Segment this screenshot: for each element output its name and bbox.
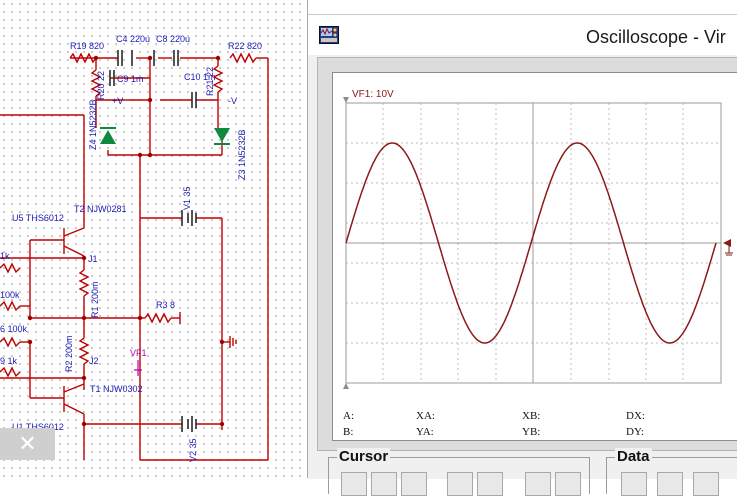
label-c4: C4 220u: [116, 34, 150, 44]
label-c9: C9 1m: [117, 74, 144, 84]
oscilloscope-title: Oscilloscope - Vir: [586, 27, 726, 47]
channel-label: VF1: 10V: [352, 89, 394, 100]
label-z3: Z3 1N5232B: [237, 129, 247, 180]
label-j2: J2: [89, 356, 99, 366]
cursor-button-4[interactable]: [447, 472, 473, 496]
label-r20: R20 22: [96, 71, 106, 100]
readout-yb: YB:: [522, 426, 541, 438]
cursor-button-3[interactable]: [401, 472, 427, 496]
data-group-title: Data: [615, 448, 652, 465]
label-r21: R21 22: [205, 67, 215, 96]
cursor-group: Cursor: [328, 448, 590, 496]
label-r22: R22 820: [228, 41, 262, 51]
close-icon: ✕: [18, 431, 37, 456]
scope-plot: [343, 97, 733, 389]
label-t2: T2 NJW0281: [74, 204, 127, 214]
label-r2: R2 200m: [64, 335, 74, 372]
label-r19: R19 820: [70, 41, 104, 51]
readout-b: B:: [343, 426, 354, 438]
label-u5: U5 THS6012: [12, 213, 64, 223]
label-j1: J1: [88, 254, 98, 264]
label-vplus: +V: [112, 96, 123, 106]
data-button-3[interactable]: [693, 472, 719, 496]
label-r1: R1 200m: [90, 281, 100, 318]
scope-screen[interactable]: VF1: 10V: [332, 72, 737, 441]
label-v1: V1 35: [182, 186, 192, 210]
label-u1: U1 THS6012: [12, 422, 64, 432]
oscilloscope-titlebar[interactable]: Oscilloscope - Vir: [308, 15, 737, 55]
oscilloscope-icon: [319, 26, 339, 44]
readout-dx: DX:: [626, 410, 645, 422]
label-t1: T1 NJW0302: [90, 384, 143, 394]
label-100k: 100k: [0, 290, 20, 300]
close-button[interactable]: ✕: [0, 428, 55, 460]
pane-divider[interactable]: [307, 0, 308, 478]
schematic-drawing: R19 820 C4 220u C8 220u R22 820 R20 22 C…: [0, 34, 269, 462]
label-vf1: VF1: [130, 348, 147, 358]
label-c8: C8 220u: [156, 34, 190, 44]
cursor-button-2[interactable]: [371, 472, 397, 496]
label-r3: R3 8: [156, 300, 175, 310]
cursor-button-7[interactable]: [555, 472, 581, 496]
oscilloscope-window: Oscilloscope - Vir: [308, 14, 737, 496]
circuit-schematic[interactable]: R19 820 C4 220u C8 220u R22 820 R20 22 C…: [0, 0, 307, 478]
label-z4: Z4 1N5232B: [88, 99, 98, 150]
label-v2: V2 35: [188, 438, 198, 462]
vf1-trace: [345, 142, 717, 344]
readout-xa: XA:: [416, 410, 435, 422]
cursor-button-5[interactable]: [477, 472, 503, 496]
label-vminus: -V: [228, 96, 237, 106]
cursor-button-6[interactable]: [525, 472, 551, 496]
data-button-1[interactable]: [621, 472, 647, 496]
cursor-button-1[interactable]: [341, 472, 367, 496]
readout-a: A:: [343, 410, 354, 422]
label-r9: 9 1k: [0, 356, 18, 366]
label-1k: 1k: [0, 251, 10, 261]
readout-dy: DY:: [626, 426, 644, 438]
data-group: Data: [606, 448, 737, 496]
label-c10: C10 1m: [184, 72, 216, 82]
label-r6: 6 100k: [0, 324, 28, 334]
readout-ya: YA:: [416, 426, 434, 438]
readout-xb: XB:: [522, 410, 541, 422]
data-button-2[interactable]: [657, 472, 683, 496]
cursor-group-title: Cursor: [337, 448, 391, 465]
